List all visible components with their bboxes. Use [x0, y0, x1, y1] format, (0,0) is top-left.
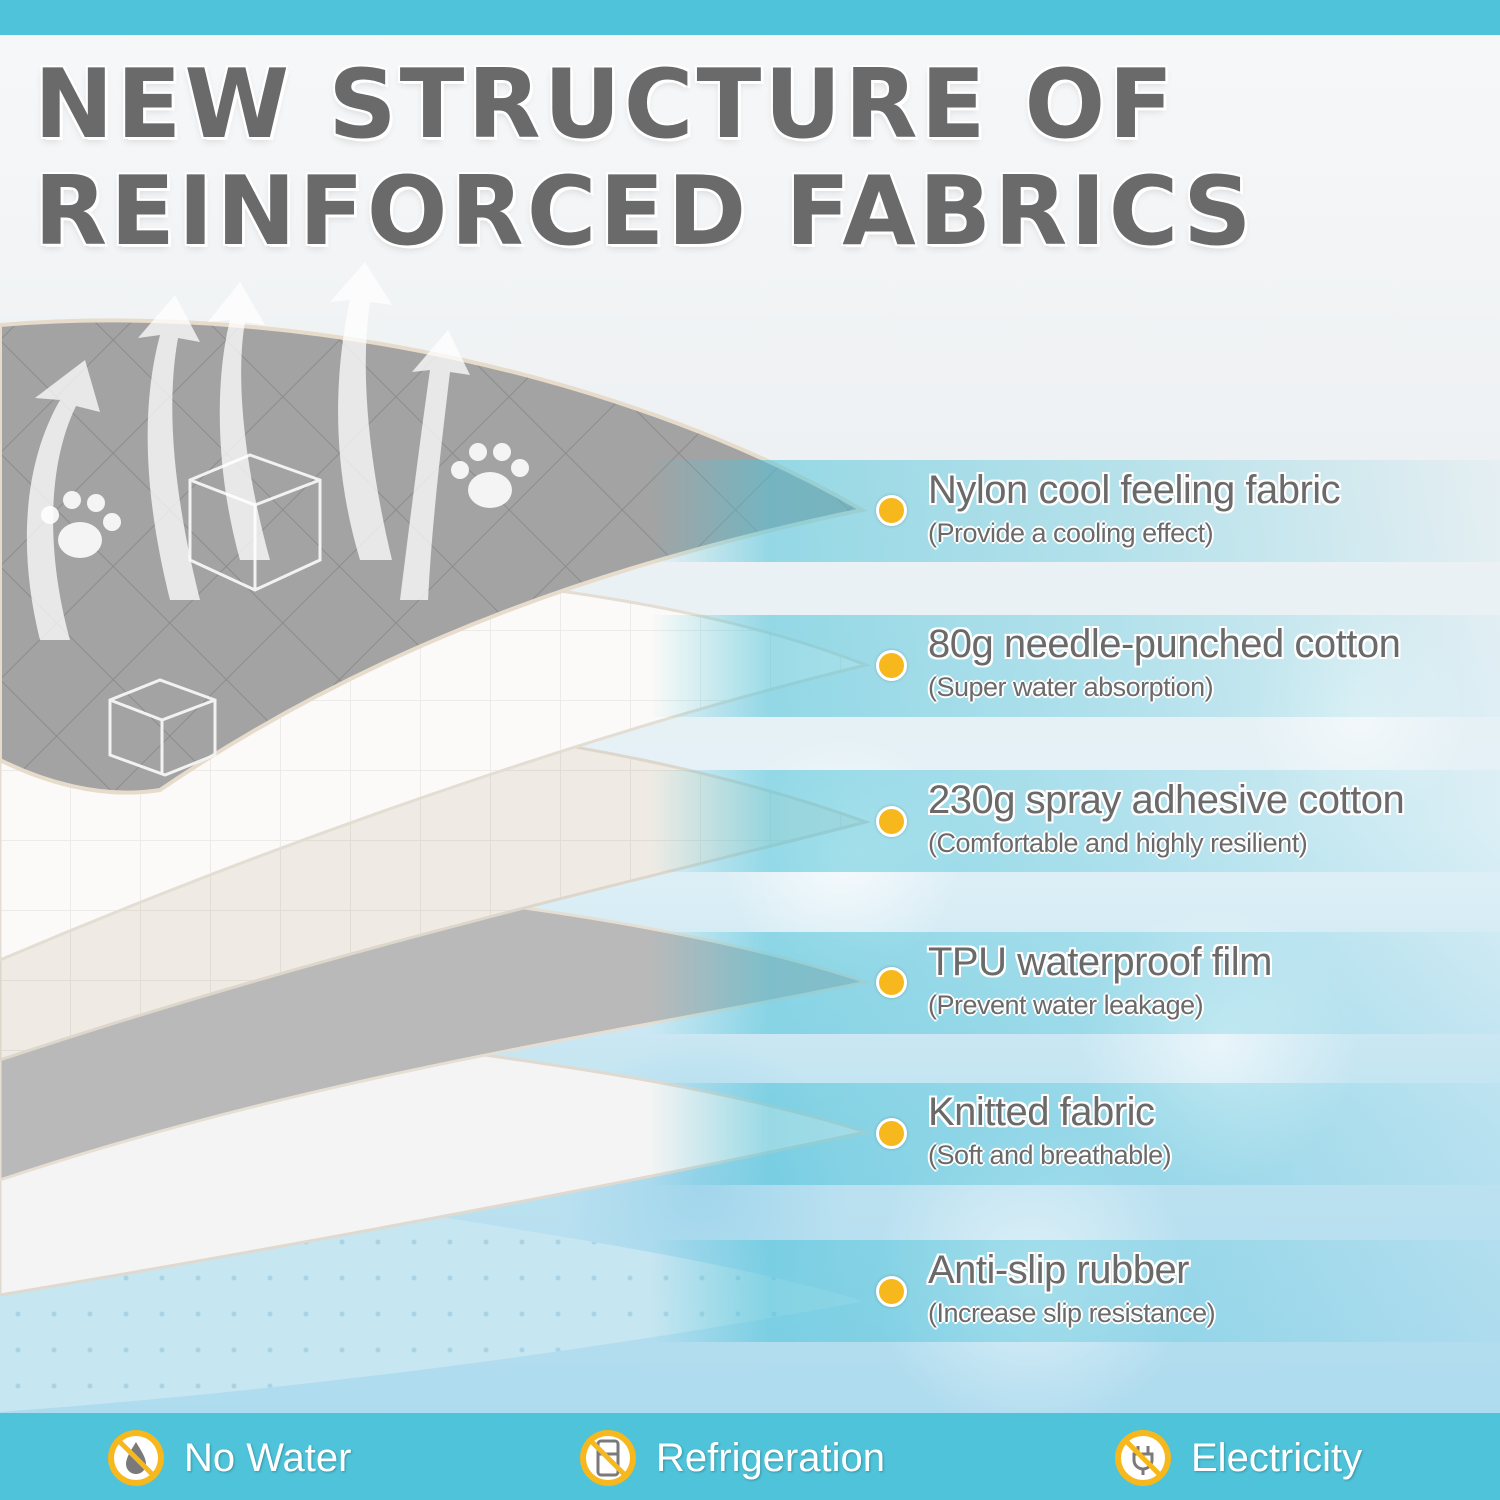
- layer-description: (Soft and breathable): [928, 1140, 1172, 1170]
- bullet-dot: [876, 650, 907, 681]
- bottom-feature-bar: [0, 1413, 1500, 1500]
- layer-title: Nylon cool feeling fabric: [928, 468, 1341, 512]
- no-water-icon: [108, 1430, 164, 1486]
- bullet-dot: [876, 1118, 907, 1149]
- feature-no-water: No Water: [106, 1428, 351, 1488]
- layer-highlight-band: [650, 1083, 1500, 1185]
- layer-title: Knitted fabric: [928, 1090, 1155, 1134]
- bullet-dot: [876, 806, 907, 837]
- layer-title: 80g needle-punched cotton: [928, 622, 1401, 666]
- airflow-arrows-icon: [26, 262, 470, 640]
- layer-highlight-band: [650, 460, 1500, 562]
- bullet-dot: [876, 967, 907, 998]
- paw-print-icon: [451, 443, 529, 508]
- headline-line-2: REINFORCED FABRICS: [34, 157, 1255, 267]
- layer-highlight-band: [650, 1240, 1500, 1342]
- bullet-dot: [876, 495, 907, 526]
- layer-description: (Provide a cooling effect): [928, 518, 1214, 548]
- layer-description: (Prevent water leakage): [928, 990, 1204, 1020]
- feature-refrigeration: Refrigeration: [578, 1428, 885, 1488]
- bullet-dot: [876, 1276, 907, 1307]
- feature-label: Electricity: [1191, 1435, 1363, 1480]
- layer-highlight-band: [650, 770, 1500, 872]
- top-accent-bar: [0, 0, 1500, 35]
- no-plug-icon: [1115, 1430, 1171, 1486]
- layer-description: (Comfortable and highly resilient): [928, 828, 1308, 858]
- layer-description: (Super water absorption): [928, 672, 1214, 702]
- feature-label: Refrigeration: [656, 1435, 886, 1480]
- layer-title: TPU waterproof film: [928, 940, 1272, 984]
- headline-line-1: NEW STRUCTURE OF: [34, 50, 1177, 160]
- no-refrigerator-icon: [580, 1430, 636, 1486]
- feature-electricity: Electricity: [1113, 1428, 1362, 1488]
- layer-description: (Increase slip resistance): [928, 1298, 1216, 1328]
- layer-title: 230g spray adhesive cotton: [928, 778, 1405, 822]
- layer-title: Anti-slip rubber: [928, 1248, 1190, 1292]
- layer-highlight-band: [650, 932, 1500, 1034]
- ice-cube-icon: [108, 678, 217, 777]
- feature-label: No Water: [184, 1435, 352, 1480]
- layer-highlight-band: [650, 615, 1500, 717]
